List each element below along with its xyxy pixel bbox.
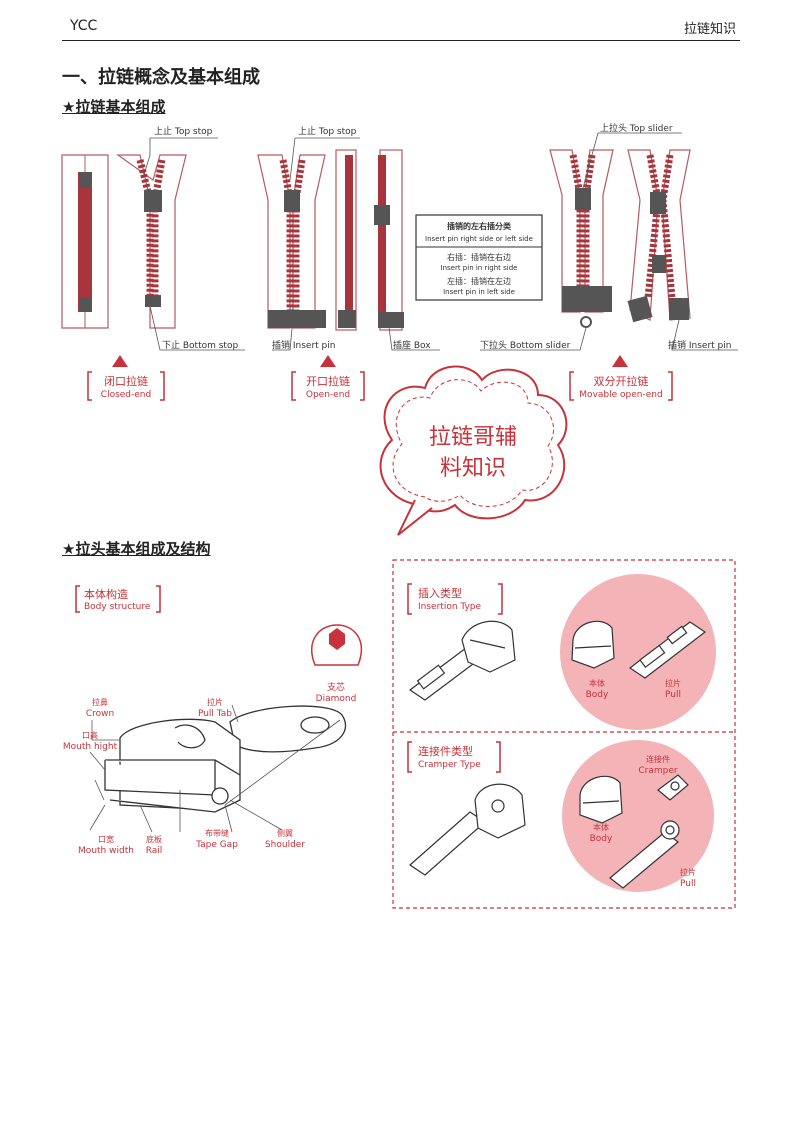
- body-structure-cn: 本体构造: [84, 587, 128, 601]
- label-box: 插座 Box: [393, 339, 431, 351]
- label-insert-pin-1: 插销 Insert pin: [272, 339, 335, 351]
- open-end-zipper-2: [335, 149, 404, 331]
- label-bottom-slider: 下拉头 Bottom slider: [480, 339, 571, 351]
- mouth-height-cn: 口高: [82, 730, 98, 740]
- pin-right-en: Insert pin in right side: [441, 264, 518, 272]
- cloud-line2: 料知识: [440, 456, 506, 481]
- cramper-body-cn: 本体: [593, 822, 609, 832]
- header-left: YCC: [70, 18, 98, 34]
- rail-en: Rail: [146, 846, 163, 856]
- cramper-body-en: Body: [590, 834, 613, 844]
- pin-box-title-en: Insert pin right side or left side: [425, 235, 533, 243]
- insertion-body-cn: 本体: [589, 678, 605, 688]
- subtitle-slider: ★拉头基本组成及结构: [62, 540, 211, 558]
- cramper-part-en: Cramper: [638, 766, 678, 776]
- diamond-en: Diamond: [316, 694, 357, 704]
- page-header: YCC 拉链知识: [62, 18, 740, 41]
- type-open-end: 开口拉链 Open-end: [291, 355, 365, 401]
- type-open-end-cn: 开口拉链: [306, 374, 350, 388]
- mouth-height-en: Mouth hight: [63, 742, 118, 752]
- type-closed-end: 闭口拉链 Closed-end: [87, 355, 165, 401]
- type-movable-cn: 双分开拉链: [594, 374, 649, 388]
- movable-zipper-2: [627, 149, 691, 323]
- crown-cn: 拉鼻: [92, 697, 108, 707]
- label-top-stop-1: 上止 Top stop: [154, 125, 213, 137]
- cramper-pull-en: Pull: [680, 879, 696, 889]
- label-bottom-stop: 下止 Bottom stop: [162, 339, 238, 351]
- insertion-cn: 插入类型: [418, 586, 462, 600]
- insertion-body-en: Body: [586, 690, 609, 700]
- rail-cn: 底板: [146, 834, 162, 844]
- mouth-width-cn: 口宽: [98, 834, 114, 844]
- cramper-en: Cramper Type: [418, 760, 481, 770]
- body-structure-en: Body structure: [84, 602, 151, 612]
- crown-en: Crown: [86, 709, 114, 719]
- shoulder-cn: 侧翼: [277, 828, 293, 838]
- pin-left-cn: 左插：插销在左边: [447, 276, 511, 286]
- tape-gap-cn: 布带缝: [205, 828, 229, 838]
- type-open-end-en: Open-end: [306, 390, 350, 400]
- movable-zipper-1: [549, 149, 614, 328]
- cramper-pull-cn: 拉片: [680, 867, 696, 877]
- type-movable-en: Movable open-end: [579, 390, 662, 400]
- insertion-en: Insertion Type: [418, 602, 482, 612]
- cramper-type: 连接件类型 Cramper Type 连接件 Cramper 本体 Body 拉…: [407, 741, 696, 889]
- insertion-type: 插入类型 Insertion Type 本体 Body 拉片 Pull: [407, 583, 707, 701]
- slider-leader-lines: [89, 704, 341, 833]
- mouth-width-en: Mouth width: [78, 846, 134, 856]
- pin-box-title: 插销的左右插分类: [447, 221, 511, 231]
- cramper-part-cn: 连接件: [646, 754, 670, 764]
- insertion-pull-en: Pull: [665, 690, 681, 700]
- pin-right-cn: 右插：插销在右边: [447, 252, 511, 262]
- closed-end-zipper-2: [116, 154, 187, 329]
- zipper-leader-lines: [142, 132, 738, 351]
- subtitle-zipper: ★拉链基本组成: [62, 98, 166, 116]
- cloud-bubble: 拉链哥辅 料知识: [379, 365, 568, 536]
- tape-gap-en: Tape Gap: [195, 840, 238, 850]
- pin-classification-box: 插销的左右插分类 Insert pin right side or left s…: [415, 214, 543, 301]
- label-top-slider: 上拉头 Top slider: [600, 122, 673, 134]
- cloud-line1: 拉链哥辅: [429, 425, 517, 450]
- open-end-zipper-1: [257, 154, 326, 329]
- body-structure-label: 本体构造 Body structure: [75, 585, 161, 613]
- label-insert-pin-2: 插销 Insert pin: [668, 339, 731, 351]
- pulltab-en: Pull Tab: [198, 709, 232, 719]
- diamond-icon: 支芯 Diamond: [311, 624, 363, 704]
- insertion-pull-cn: 拉片: [665, 678, 681, 688]
- type-closed-end-en: Closed-end: [101, 390, 151, 400]
- pulltab-cn: 拉片: [207, 697, 223, 707]
- header-right: 拉链知识: [683, 22, 736, 37]
- diamond-cn: 支芯: [327, 681, 345, 693]
- slider-drawing: [104, 705, 347, 813]
- label-top-stop-2: 上止 Top stop: [298, 125, 357, 137]
- section-title: 一、拉链概念及基本组成: [62, 67, 260, 88]
- cramper-cn: 连接件类型: [418, 744, 473, 758]
- type-closed-end-cn: 闭口拉链: [104, 374, 148, 388]
- closed-end-zipper-1: [61, 154, 109, 329]
- shoulder-en: Shoulder: [265, 840, 305, 850]
- pin-left-en: Insert pin in left side: [443, 288, 515, 296]
- type-movable: 双分开拉链 Movable open-end: [569, 355, 673, 401]
